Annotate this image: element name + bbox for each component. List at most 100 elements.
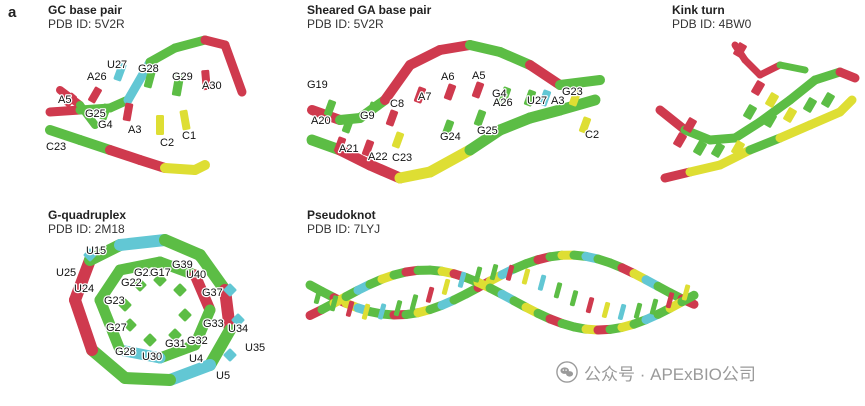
backbone-segment — [164, 359, 216, 386]
base-slab — [143, 333, 157, 347]
backbone-segment — [464, 124, 506, 156]
base-slab — [168, 328, 182, 342]
base-slab — [553, 282, 563, 299]
base-slab — [523, 89, 537, 107]
base-slab — [443, 83, 457, 101]
base-slab — [693, 140, 707, 156]
nucleotide-label: C1 — [182, 130, 196, 142]
backbone-segment — [114, 256, 166, 276]
base-slab — [633, 302, 643, 319]
base-slab — [179, 109, 191, 131]
base-slab — [568, 89, 582, 107]
panel-title-kink: Kink turn — [672, 3, 725, 17]
base-slab — [391, 131, 405, 149]
backbone-segment — [424, 144, 476, 178]
panel-title-quadruplex: G-quadruplex — [48, 208, 127, 222]
base-slab — [425, 286, 435, 303]
nucleotide-label: U24 — [74, 283, 94, 295]
nucleotide-label: A5 — [472, 70, 485, 82]
pdb-id-quadruplex: PDB ID: 2M18 — [48, 222, 125, 236]
nucleotide-label: G25 — [477, 125, 498, 137]
nucleotide-label: A6 — [441, 71, 454, 83]
backbone-segment — [69, 294, 98, 356]
base-slab — [521, 268, 531, 285]
backbone-segment — [189, 269, 216, 316]
nucleotide-label: G4 — [492, 88, 507, 100]
base-slab — [201, 69, 211, 91]
base-slab — [765, 92, 779, 108]
backbone-segment — [154, 339, 201, 364]
nucleotide-label: U4 — [189, 353, 203, 365]
base-slab — [803, 97, 817, 113]
base-slab — [63, 92, 77, 108]
backbone-segment — [730, 117, 765, 143]
backbone-segment — [715, 145, 755, 170]
nucleotide-label: A5 — [58, 94, 71, 106]
base-slab — [489, 264, 499, 281]
backbone-segment — [405, 45, 445, 70]
nucleotide-label: U15 — [86, 245, 106, 257]
base-slab — [649, 298, 659, 315]
nucleotide-label: G27 — [106, 322, 127, 334]
backbone-segment — [677, 290, 699, 307]
backbone-segment — [45, 105, 85, 117]
base-slab — [143, 67, 157, 89]
nucleotide-label: G37 — [202, 287, 223, 299]
base-slab — [617, 303, 627, 321]
base-slab — [457, 271, 467, 288]
pdb-id-pseudoknot: PDB ID: 7LYJ — [307, 222, 381, 236]
nucleotide-label: A26 — [493, 97, 513, 109]
nucleotide-label: C23 — [46, 141, 66, 153]
base-slab — [783, 107, 797, 123]
nucleotide-label: G32 — [187, 335, 208, 347]
base-slab — [98, 103, 112, 121]
base-slab — [711, 142, 725, 158]
backbone-segment — [160, 163, 200, 175]
nucleotide-label: G23 — [104, 295, 125, 307]
base-slab — [178, 308, 192, 322]
base-slab — [365, 101, 379, 119]
base-slab — [763, 112, 777, 128]
nucleotide-label: G21 — [134, 267, 155, 279]
base-slab — [191, 248, 205, 262]
backbone-segment — [86, 344, 131, 384]
base-slab — [498, 86, 512, 104]
base-slab — [471, 81, 485, 99]
base-slab — [361, 139, 375, 157]
base-slab — [751, 80, 765, 96]
base-slab — [733, 42, 747, 58]
base-slab — [473, 266, 483, 283]
base-slab — [441, 278, 451, 295]
backbone-segment — [495, 47, 535, 70]
backbone-segment — [835, 95, 857, 117]
nucleotide-label: A20 — [311, 115, 331, 127]
backbone-segment — [785, 75, 820, 105]
base-slab — [821, 92, 835, 108]
backbone-segment — [835, 67, 860, 83]
backbone-segment — [465, 40, 505, 57]
backbone-segment — [123, 57, 155, 105]
nucleotide-label: U25 — [56, 267, 76, 279]
backbone-segment — [69, 254, 96, 306]
backbone-segment — [204, 324, 236, 371]
nucleotide-label: C23 — [392, 152, 412, 164]
backbone-segment — [685, 160, 725, 177]
backbone-segment — [334, 144, 376, 171]
base-slab — [683, 117, 697, 133]
base-slab — [113, 62, 127, 82]
base-slab — [341, 116, 355, 134]
watermark: 公众号 · APExBIO公司 — [556, 359, 756, 385]
backbone-segment — [745, 133, 785, 155]
kink-turn-structure — [655, 41, 860, 183]
base-slab — [673, 132, 687, 148]
backbone-segment — [554, 94, 601, 116]
backbone-segment — [775, 120, 815, 143]
nucleotide-label: G31 — [165, 338, 186, 350]
nucleotide-label: A3 — [551, 95, 564, 107]
backbone-segment — [756, 61, 784, 79]
backbone-segment — [114, 234, 171, 251]
